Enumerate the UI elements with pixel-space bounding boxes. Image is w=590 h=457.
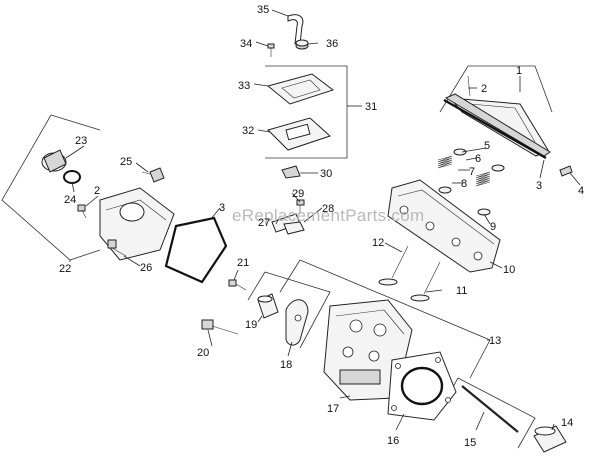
callout-labels: 35 36 34 33 32 31 30 1 2 3 4 5 6 7 8 9 1… — [59, 4, 584, 449]
sleeve-19 — [257, 293, 279, 319]
callout-11: 11 — [456, 285, 467, 297]
breather-tube — [287, 14, 304, 45]
valve-cover — [444, 75, 551, 157]
callout-7: 7 — [469, 166, 475, 178]
callout-23: 23 — [75, 135, 87, 147]
callout-28: 28 — [322, 203, 334, 215]
callout-3-right: 3 — [536, 180, 542, 192]
watermark-text: eReplacementParts.com — [232, 206, 424, 225]
group-frame-18 — [247, 271, 331, 349]
callout-8: 8 — [461, 178, 467, 190]
valve-cover-gasket-right — [443, 98, 547, 160]
tappet — [533, 425, 567, 453]
callout-33: 33 — [238, 80, 250, 92]
o-ring — [63, 170, 81, 184]
callout-2-right: 2 — [481, 83, 487, 95]
fitting-26 — [107, 239, 127, 257]
callout-36: 36 — [326, 38, 338, 50]
screw-34 — [267, 43, 275, 57]
head-gasket — [387, 351, 457, 421]
callout-13: 13 — [489, 335, 501, 347]
oil-fill-cap — [41, 149, 67, 173]
callout-20: 20 — [197, 347, 209, 359]
callout-12: 12 — [372, 237, 384, 249]
rocker-arm-18 — [285, 299, 309, 346]
group-frame-31 — [265, 65, 362, 159]
callout-18: 18 — [280, 359, 292, 371]
breather-reed-plate — [267, 117, 331, 151]
callout-15: 15 — [464, 437, 476, 449]
screw-2-left — [77, 204, 87, 219]
callout-17: 17 — [327, 403, 339, 415]
callout-5: 5 — [484, 140, 490, 152]
callout-6: 6 — [475, 153, 481, 165]
callout-29: 29 — [292, 188, 304, 200]
callout-31: 31 — [365, 101, 377, 113]
sensor-25 — [141, 167, 165, 183]
callout-27: 27 — [258, 217, 270, 229]
callout-35: 35 — [257, 4, 269, 16]
clip-28 — [283, 221, 305, 235]
breather-grommet — [295, 39, 309, 50]
callout-24: 24 — [64, 194, 76, 206]
callout-10: 10 — [503, 264, 515, 276]
callout-32: 32 — [242, 125, 254, 137]
callout-19: 19 — [245, 319, 257, 331]
valve-cover-gasket-left — [164, 216, 228, 284]
callout-9: 9 — [490, 221, 496, 233]
group-frame-22 — [1, 114, 101, 262]
callout-3-left: 3 — [219, 202, 225, 214]
cylinder-head — [323, 299, 413, 401]
callout-21: 21 — [237, 257, 249, 269]
callout-14: 14 — [561, 417, 573, 429]
group-frame-1 — [439, 65, 553, 113]
callout-22: 22 — [59, 263, 71, 275]
callout-34: 34 — [240, 38, 252, 50]
bolt-20 — [201, 319, 239, 335]
valve-cover-left — [99, 187, 175, 261]
breather-cover — [266, 73, 335, 105]
callout-26: 26 — [140, 262, 152, 274]
leader-lines — [65, 9, 581, 431]
breather-filter — [281, 165, 301, 179]
valve-spring-set — [437, 148, 505, 216]
cylinder-head-upper — [387, 179, 501, 273]
pin-4 — [559, 165, 573, 177]
callout-25: 25 — [120, 156, 132, 168]
push-rod — [461, 385, 519, 433]
screw-21 — [228, 279, 247, 291]
callout-4: 4 — [578, 185, 584, 197]
valve-11 — [410, 261, 441, 302]
callout-1: 1 — [516, 65, 522, 77]
screw-29 — [296, 199, 305, 214]
valve-12 — [378, 245, 409, 286]
callout-30: 30 — [320, 168, 332, 180]
callout-16: 16 — [387, 435, 399, 447]
callout-2-left: 2 — [94, 185, 100, 197]
